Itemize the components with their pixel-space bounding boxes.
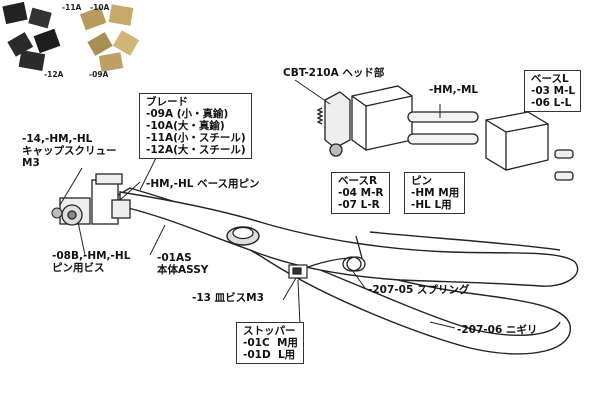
base-pin-label: -HM,-HL ベース用ピン (146, 178, 260, 190)
thumb-label-12a: -12A (44, 70, 64, 79)
cap-screw-label-line: -14,-HM,-HL (22, 133, 93, 145)
blade-callout-line: -09A (小・真鍮) (146, 108, 229, 120)
cap-screw-label-line: M3 (22, 157, 40, 169)
body-assy-label: -01AS 本体ASSY (157, 252, 208, 276)
body-assy-label-line: -01AS (157, 252, 192, 264)
base-r-callout-line: -04 M-R (338, 187, 384, 199)
blade-thumbnail-dark (2, 1, 61, 71)
pliers-upper-handle (119, 191, 579, 287)
base-l-callout-line: -06 L-L (531, 97, 572, 109)
cap-screw (51, 207, 63, 219)
blade-callout-line: -12A(大・スチール) (146, 144, 246, 156)
spring-label: -207-05 スプリング (368, 284, 470, 296)
base-r-callout-line: ベースR (338, 175, 378, 187)
hm-ml-label: -HM,-ML (429, 84, 479, 96)
base-l-callout-line: -03 M-L (531, 85, 576, 97)
blade-callout-line: ブレード (146, 96, 188, 108)
pin-callout-line: ピン (411, 175, 432, 187)
cap-screw-label-line: キャップスクリュー (22, 145, 117, 157)
pin-callout-line: -HL L用 (411, 199, 452, 211)
pin-screw-label: -08B,-HM,-HL ピン用ビス (52, 250, 130, 274)
head-exploded (316, 85, 574, 181)
pin-callout-box: ピン -HM M用 -HL L用 (404, 172, 466, 214)
body-assy-label-line: 本体ASSY (157, 264, 209, 276)
pin-screw-label-line: ピン用ビス (52, 262, 105, 274)
stopper-block (288, 264, 308, 279)
blade-thumbnail-gold (79, 4, 140, 72)
stopper-callout-line: ストッパー (243, 325, 296, 337)
dish-screw-label: -13 皿ビスM3 (192, 292, 264, 304)
thumb-label-09a: -09A (89, 70, 109, 79)
head-title-label: CBT-210A ヘッド部 (283, 67, 385, 79)
stopper-callout-box: ストッパー -01C M用 -01D L用 (236, 322, 304, 364)
pin-callout-line: -HM M用 (411, 187, 460, 199)
pin-screw-label-line: -08B,-HM,-HL (52, 250, 131, 262)
thumb-label-11a: -11A (62, 3, 82, 12)
blade-callout-line: -10A(大・真鍮) (146, 120, 225, 132)
thumb-label-10a: -10A (90, 3, 110, 12)
cap-screw-label: -14,-HM,-HL キャップスクリュー M3 (22, 133, 117, 169)
stopper-callout-line: -01C M用 (243, 337, 298, 349)
base-r-callout-box: ベースR -04 M-R -07 L-R (331, 172, 390, 214)
base-l-callout-line: ベースL (531, 73, 569, 85)
base-l-callout-box: ベースL -03 M-L -06 L-L (524, 70, 582, 112)
blade-callout-line: -11A(小・スチール) (146, 132, 246, 144)
pliers-head (59, 173, 131, 226)
blade-callout-box: ブレード -09A (小・真鍮) -10A(大・真鍮) -11A(小・スチール)… (139, 93, 252, 159)
base-r-callout-line: -07 L-R (338, 199, 380, 211)
stopper-callout-line: -01D L用 (243, 349, 296, 361)
pivot-bolt (226, 226, 260, 246)
grip-label: -207-06 ニギリ (457, 324, 538, 336)
leader-lines (59, 79, 456, 329)
